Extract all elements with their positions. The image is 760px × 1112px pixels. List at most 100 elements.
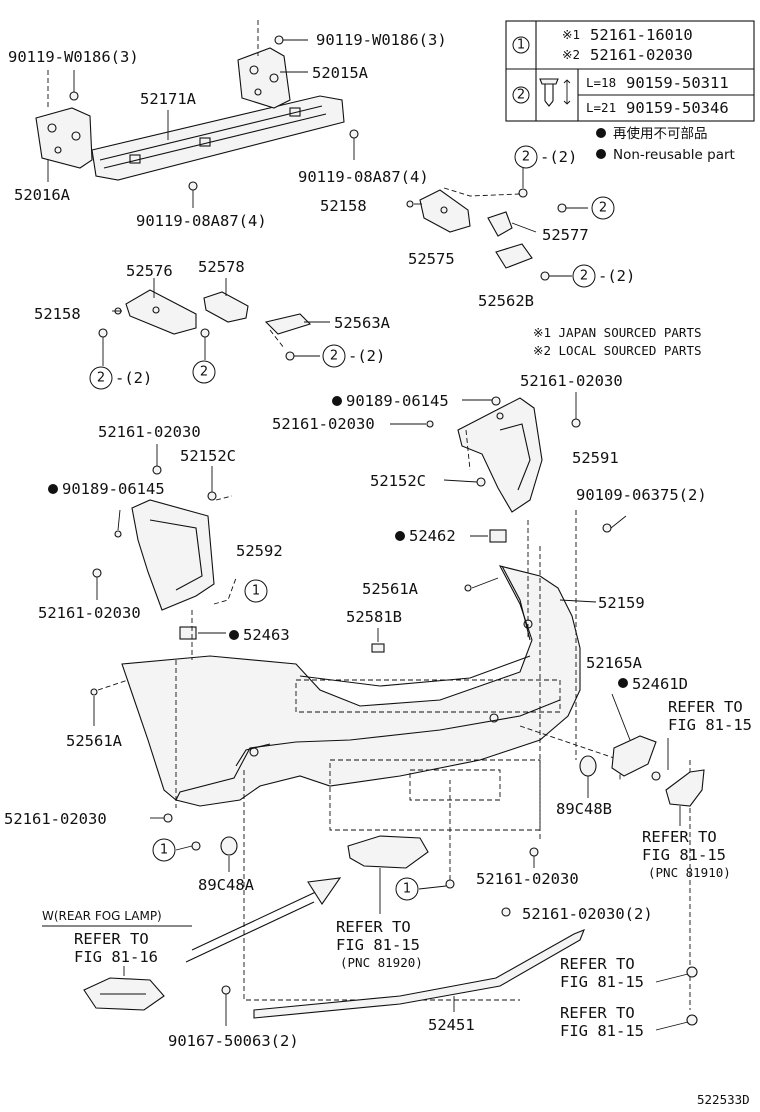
legend-callout-2 bbox=[512, 86, 530, 104]
molding-52451 bbox=[253, 929, 585, 1019]
label-52161-02030-d: 52161-02030 bbox=[38, 604, 141, 622]
label-refer-d-2: FIG 81-15 bbox=[560, 973, 644, 991]
label-90119-w0186-left: 90119-W0186(3) bbox=[8, 48, 139, 66]
nonreusable-dot-90189-r bbox=[332, 396, 342, 406]
legend-len-21: L=21 bbox=[586, 100, 616, 115]
legend-mark-2: ※2 bbox=[562, 47, 580, 62]
label-52578: 52578 bbox=[198, 258, 245, 276]
pad-52463 bbox=[179, 626, 197, 640]
bracket-52015a bbox=[237, 47, 291, 109]
cushion-89c48a bbox=[220, 836, 238, 856]
clip-icon bbox=[539, 78, 571, 107]
label-refer-e-1: REFER TO bbox=[560, 1004, 635, 1022]
legend-mark-1: ※1 bbox=[562, 27, 580, 42]
direction-arrow bbox=[185, 877, 342, 963]
label-refer-fig-81-16-1: REFER TO bbox=[74, 930, 149, 948]
retainer-52577 bbox=[487, 211, 513, 237]
callout-2-d-text: 2 bbox=[97, 371, 105, 386]
label-52016a: 52016A bbox=[14, 186, 71, 204]
label-52461d: 52461D bbox=[632, 675, 688, 693]
callout-2-e bbox=[192, 360, 216, 384]
retainer-52562b bbox=[495, 243, 533, 269]
callout-1-a bbox=[244, 579, 268, 603]
label-52575: 52575 bbox=[408, 250, 455, 268]
callout-2-c bbox=[572, 264, 596, 288]
nonreusable-dot-jp bbox=[596, 128, 606, 138]
legend-part-52161-16010: 52161-16010 bbox=[590, 26, 693, 44]
label-52161-02030-f: 52161-02030 bbox=[476, 870, 579, 888]
callout-2-b bbox=[591, 196, 615, 220]
label-refer-c-3: (PNC 81920) bbox=[340, 955, 423, 970]
label-90119-08a87-right: 90119-08A87(4) bbox=[298, 168, 429, 186]
label-52562b: 52562B bbox=[478, 292, 534, 310]
retainer-52575 bbox=[419, 189, 471, 233]
retainer-52165a bbox=[611, 735, 657, 777]
retainer-52563a bbox=[264, 313, 312, 335]
diagram-code: 522533D bbox=[697, 1092, 750, 1107]
label-52161-02030-a: 52161-02030 bbox=[520, 372, 623, 390]
retainer-52576 bbox=[125, 289, 197, 335]
label-90167-50063: 90167-50063(2) bbox=[168, 1032, 299, 1050]
label-90119-w0186-right: 90119-W0186(3) bbox=[316, 31, 447, 49]
label-refer-b-1: REFER TO bbox=[642, 828, 717, 846]
label-qty-2-b: -(2) bbox=[598, 267, 635, 285]
nonreusable-dot-52462 bbox=[395, 531, 405, 541]
label-rear-fog-lamp: W(REAR FOG LAMP) bbox=[42, 909, 162, 923]
label-52561a-right: 52561A bbox=[362, 580, 419, 598]
callout-2-b-text: 2 bbox=[599, 201, 607, 216]
nonreusable-dot-52463 bbox=[229, 630, 239, 640]
callout-2-e-text: 2 bbox=[200, 365, 208, 380]
legend-callout-1 bbox=[512, 36, 530, 54]
label-52159: 52159 bbox=[598, 594, 645, 612]
label-refer-c-2: FIG 81-15 bbox=[336, 936, 420, 954]
label-refer-d-1: REFER TO bbox=[560, 955, 635, 973]
callout-2-a-text: 2 bbox=[522, 150, 530, 165]
bumper-reinforcement bbox=[91, 95, 345, 181]
label-52171a: 52171A bbox=[140, 90, 197, 108]
bolt-icons-top bbox=[69, 35, 359, 191]
label-90109-06375: 90109-06375(2) bbox=[576, 486, 707, 504]
label-52591: 52591 bbox=[572, 449, 619, 467]
callout-2-d bbox=[89, 366, 113, 390]
label-52152c-left: 52152C bbox=[180, 447, 236, 465]
label-52161-02030-b: 52161-02030 bbox=[272, 415, 375, 433]
label-qty-2-d: -(2) bbox=[348, 347, 385, 365]
callout-1-a-text: 1 bbox=[252, 584, 260, 599]
label-refer-a-2: FIG 81-15 bbox=[668, 716, 752, 734]
label-52152c-right: 52152C bbox=[370, 472, 426, 490]
legend-callout-1-text: 1 bbox=[517, 38, 525, 53]
label-refer-b-2: FIG 81-15 bbox=[642, 846, 726, 864]
label-52165a: 52165A bbox=[586, 654, 643, 672]
label-90189-06145-right: 90189-06145 bbox=[346, 392, 449, 410]
callout-1-b bbox=[152, 838, 176, 862]
label-52561a-left: 52561A bbox=[66, 732, 123, 750]
label-90119-08a87-center: 90119-08A87(4) bbox=[136, 212, 267, 230]
label-refer-e-2: FIG 81-15 bbox=[560, 1022, 644, 1040]
note-japan-sourced: ※1 JAPAN SOURCED PARTS bbox=[533, 325, 702, 340]
nonreusable-jp: 再使用不可部品 bbox=[613, 125, 708, 142]
side-bracket-52591 bbox=[457, 397, 543, 513]
label-refer-a-1: REFER TO bbox=[668, 698, 743, 716]
label-52592: 52592 bbox=[236, 542, 283, 560]
reflector-center bbox=[347, 835, 429, 869]
callout-2-c-text: 2 bbox=[580, 269, 588, 284]
nonreusable-dot-52461d bbox=[618, 678, 628, 688]
side-bracket-52592 bbox=[131, 499, 215, 611]
retainer-52578 bbox=[203, 291, 249, 323]
label-52577: 52577 bbox=[542, 226, 589, 244]
label-90189-06145-left: 90189-06145 bbox=[62, 480, 165, 498]
pad-52462 bbox=[489, 529, 507, 543]
callout-1-c bbox=[395, 877, 419, 901]
legend-part-90159-50311: 90159-50311 bbox=[626, 74, 729, 92]
label-52161-02030-e: 52161-02030 bbox=[4, 810, 107, 828]
label-refer-c-1: REFER TO bbox=[336, 918, 411, 936]
label-52451: 52451 bbox=[428, 1016, 475, 1034]
nonreusable-en: Non-reusable part bbox=[613, 147, 735, 163]
reflector-right bbox=[651, 769, 705, 807]
label-qty-2-a: -(2) bbox=[540, 148, 577, 166]
callout-1-b-text: 1 bbox=[160, 843, 168, 858]
label-52161-02030-c: 52161-02030 bbox=[98, 423, 201, 441]
pad-52581b bbox=[371, 643, 385, 653]
legend-len-18: L=18 bbox=[586, 75, 616, 90]
